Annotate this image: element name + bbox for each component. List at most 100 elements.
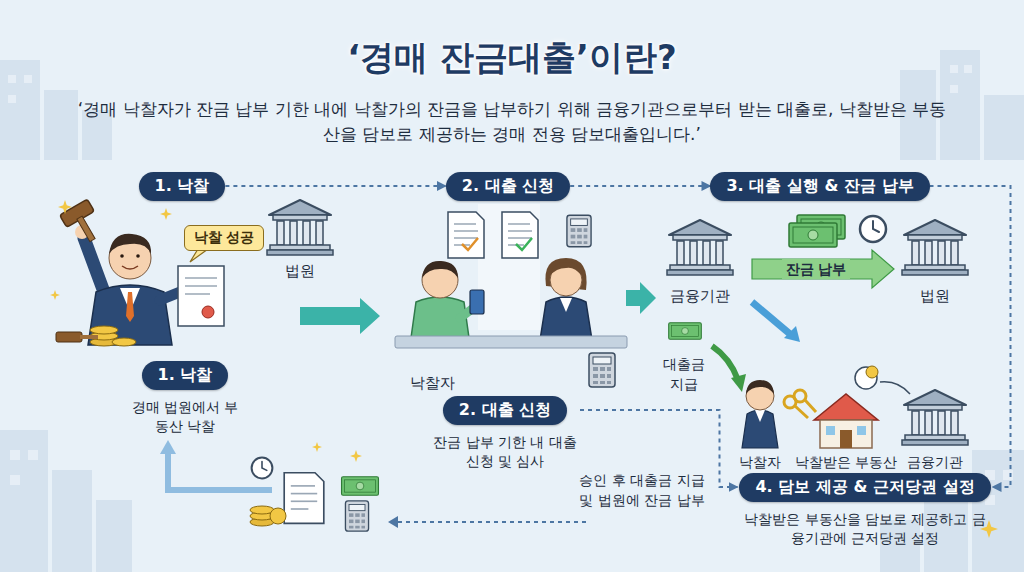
skyline-windows <box>8 65 1013 505</box>
clock <box>252 458 273 479</box>
bank-building <box>902 390 968 445</box>
bidder-figure <box>109 234 151 254</box>
house-icon <box>857 426 866 435</box>
step-desc: 잔금 납부 기한 내 대출 신청 및 심사 <box>430 433 580 472</box>
step-card: 2. 대출 신청잔금 납부 기한 내 대출 신청 및 심사 <box>430 396 580 472</box>
sparkle <box>160 208 172 220</box>
step-title: 2. 대출 신청 <box>443 396 567 425</box>
money <box>669 323 702 339</box>
court-building <box>902 220 968 275</box>
city-skyline <box>96 500 132 572</box>
bidder-figure <box>84 238 104 292</box>
clerk-figure <box>540 297 592 340</box>
arrow-label: 대출금 지급 <box>658 354 710 395</box>
return-arrow <box>168 452 272 490</box>
loan-arrow <box>731 374 746 392</box>
bidder-figure <box>136 254 140 258</box>
bidder-figure <box>410 261 484 345</box>
coins-and-gavel <box>80 335 98 339</box>
step-title: 3. 대출 실행 & 잔금 납부 <box>710 172 929 201</box>
coins <box>250 506 286 526</box>
bidder-figure <box>742 380 778 448</box>
page-title: ‘경매 잔금대출’이란? <box>347 35 676 81</box>
house-icon <box>814 394 878 420</box>
sparkle <box>58 200 72 214</box>
bidder-figure <box>422 261 458 278</box>
flow-note: 승인 후 대출금 지급 및 법원에 잔금 납부 <box>579 470 705 511</box>
step-badge: 2. 대출 신청 <box>446 172 570 201</box>
money <box>789 223 837 247</box>
keys <box>805 400 816 412</box>
step-title: 1. 낙찰 <box>142 361 229 390</box>
dotted-line <box>398 521 586 523</box>
coins-and-gavel <box>112 338 136 346</box>
money <box>342 477 379 495</box>
certificate <box>202 306 214 318</box>
bidder-figure <box>120 254 124 258</box>
clock <box>860 216 886 242</box>
keys <box>784 390 816 418</box>
document <box>284 473 324 524</box>
step-title: 2. 대출 신청 <box>446 172 570 201</box>
payment-arrow <box>752 250 894 288</box>
icon-label: 낙찰자 <box>739 452 781 472</box>
skyline-windows <box>28 450 38 460</box>
clerk-figure <box>560 298 572 312</box>
flow-connector <box>225 185 445 187</box>
icon-label: 금융기관 <box>907 452 963 472</box>
skyline-windows <box>950 65 958 73</box>
coins-and-gavel <box>56 326 136 346</box>
bidder-figure <box>755 410 765 422</box>
sparkle <box>350 450 362 462</box>
house-icon <box>814 366 910 448</box>
house-icon <box>820 420 872 448</box>
certificate <box>178 266 224 326</box>
icon-label: 금융기관 <box>670 286 730 308</box>
step-desc: 경매 법원에서 부동산 낙찰 <box>126 398 244 437</box>
city-skyline <box>0 60 40 160</box>
bidder-figure <box>122 266 138 269</box>
step-card: 1. 낙찰경매 법원에서 부동산 낙찰 <box>126 361 244 437</box>
bidder-figure <box>126 292 134 322</box>
city-skyline <box>44 90 78 160</box>
bank-building <box>667 220 733 275</box>
keys <box>795 406 808 418</box>
coins-and-gavel <box>56 332 82 342</box>
clerk-figure <box>550 262 582 276</box>
flow-arrow <box>752 302 790 334</box>
bidder-figure <box>742 410 778 448</box>
court-building <box>267 200 333 255</box>
step-title: 1. 낙찰 <box>139 172 226 201</box>
sparkle <box>50 290 60 300</box>
coins <box>270 508 286 524</box>
arrow-head <box>388 516 398 528</box>
bidder-figure <box>746 380 774 394</box>
flow-arrow <box>300 298 380 334</box>
flow-arrow <box>784 326 800 342</box>
skyline-windows <box>8 95 16 103</box>
glass-partition <box>478 204 540 330</box>
bidder-figure <box>88 285 172 345</box>
house-icon <box>855 367 877 389</box>
city-skyline <box>0 430 48 572</box>
skyline-windows <box>10 450 20 460</box>
certificate <box>185 285 217 287</box>
skyline-windows <box>8 75 16 83</box>
bidder-figure <box>77 216 95 242</box>
certificate <box>185 278 217 294</box>
certificate <box>185 277 217 279</box>
icon-label: 낙찰자 <box>410 373 455 395</box>
sparkle <box>312 442 322 452</box>
counter-desk <box>395 336 627 348</box>
house-icon <box>826 426 835 435</box>
house-icon <box>880 382 910 394</box>
skyline-windows <box>964 65 972 73</box>
flow-arrow <box>626 282 656 314</box>
skyline-windows <box>24 75 32 83</box>
icon-label: 법원 <box>285 261 315 283</box>
speech-bubble: 낙찰 성공 <box>184 225 265 251</box>
city-skyline <box>0 50 1024 572</box>
step-title: 4. 담보 제공 & 근저당권 설정 <box>739 473 990 502</box>
document <box>502 212 538 258</box>
check-mark <box>462 238 478 250</box>
